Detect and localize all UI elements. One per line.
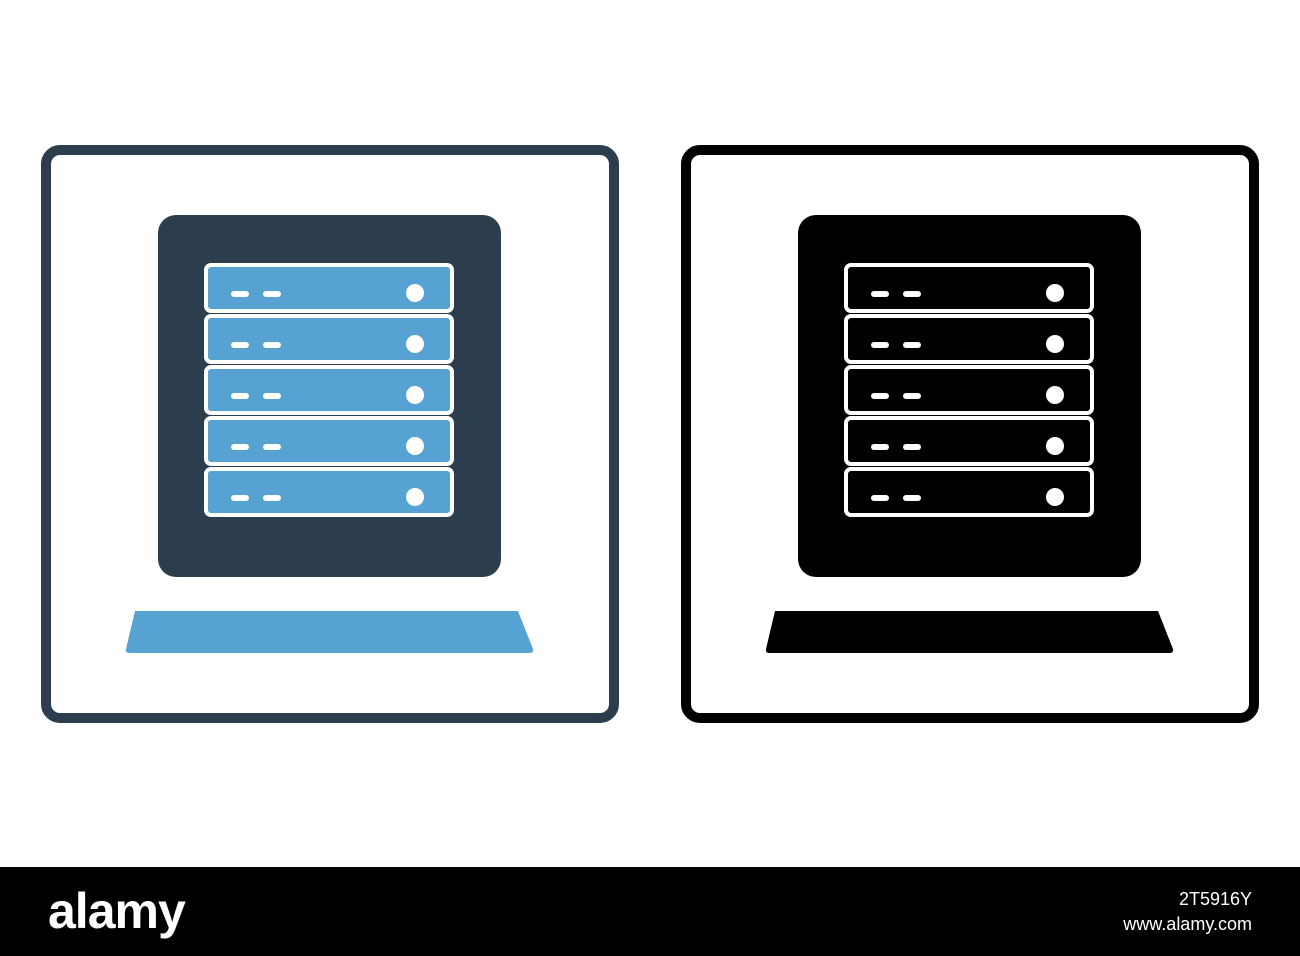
rack-base — [765, 611, 1174, 653]
site-url: www.alamy.com — [1123, 914, 1252, 934]
unit-power-led — [406, 386, 424, 404]
unit-power-led — [406, 488, 424, 506]
unit-power-led — [1046, 335, 1064, 353]
rack-unit — [844, 467, 1094, 517]
unit-power-led — [406, 284, 424, 302]
server-icon-colored — [40, 143, 620, 723]
alamy-logo: alamy — [48, 883, 186, 939]
server-rack-icon — [681, 145, 1259, 723]
rack-base — [125, 611, 534, 653]
unit-power-led — [1046, 437, 1064, 455]
unit-power-led — [1046, 386, 1064, 404]
rack-unit — [844, 416, 1094, 466]
rack-unit — [844, 263, 1094, 313]
rack-unit — [844, 365, 1094, 415]
rack-unit — [204, 314, 454, 364]
image-credit: 2T5916Y www.alamy.com — [1123, 887, 1252, 937]
rack-unit — [204, 416, 454, 466]
image-id: 2T5916Y — [1178, 889, 1252, 909]
unit-power-led — [406, 437, 424, 455]
watermark-footer: alamy 2T5916Y www.alamy.com — [0, 867, 1300, 956]
rack-unit — [844, 314, 1094, 364]
rack-unit — [204, 467, 454, 517]
unit-power-led — [1046, 488, 1064, 506]
unit-power-led — [406, 335, 424, 353]
frame-outline — [41, 145, 619, 723]
server-rack-icon — [41, 145, 619, 723]
frame-outline — [681, 145, 1259, 723]
rack-unit — [204, 365, 454, 415]
rack-unit — [204, 263, 454, 313]
unit-power-led — [1046, 284, 1064, 302]
server-icon-mono — [680, 143, 1260, 723]
